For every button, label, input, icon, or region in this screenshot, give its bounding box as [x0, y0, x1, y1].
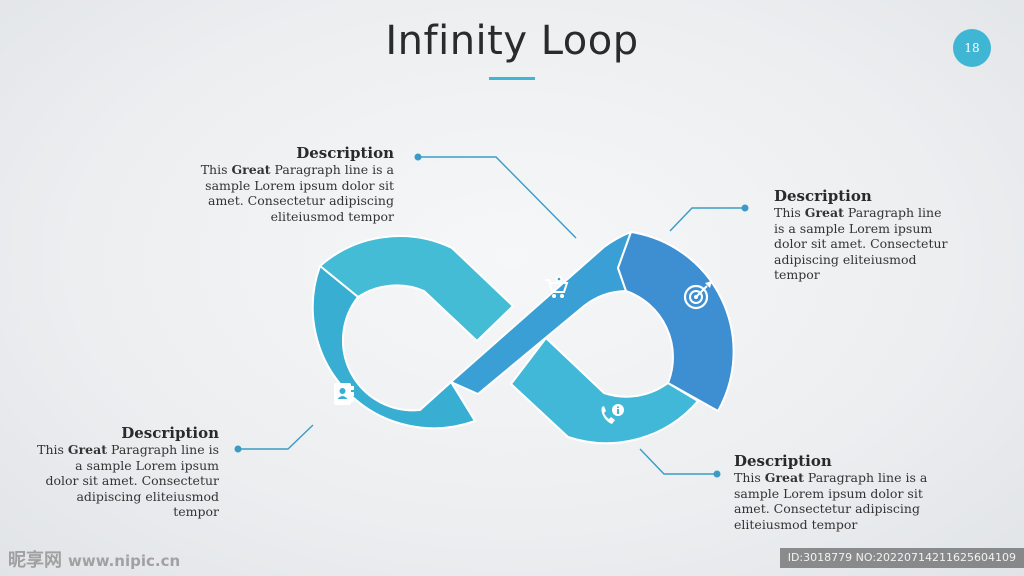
- description-top-left: Description This Great Paragraph line is…: [190, 144, 394, 224]
- slide-title: Infinity Loop: [385, 18, 639, 64]
- description-heading: Description: [121, 424, 219, 442]
- connectors: [238, 156, 745, 475]
- connector-bottom-left: [238, 424, 314, 450]
- watermark-id: ID:3018779 NO:20220714211625604109: [779, 548, 1024, 568]
- description-heading: Description: [296, 144, 394, 162]
- description-heading: Description: [774, 187, 872, 205]
- watermark-brand-name: 昵享网: [8, 550, 62, 571]
- connector-top-right: [669, 207, 745, 232]
- connector-top-left: [418, 156, 577, 239]
- title-underline: [489, 77, 535, 80]
- phone-info-icon: [601, 404, 624, 424]
- connector-dot-top-left: [414, 153, 422, 161]
- watermark-url: www.nipic.cn: [68, 552, 181, 570]
- emphasis: Great: [804, 205, 844, 220]
- connector-dot-top-right: [741, 204, 749, 212]
- cart-gear-icon: [545, 275, 569, 298]
- connector-bottom-right: [639, 448, 717, 475]
- description-bottom-left: Description This Great Paragraph line is…: [20, 424, 219, 520]
- address-book-icon: [334, 383, 354, 405]
- segment-left-upper: [319, 235, 514, 342]
- emphasis: Great: [67, 442, 107, 457]
- infinity-band: [311, 231, 735, 445]
- emphasis: Great: [231, 162, 271, 177]
- description-heading: Description: [734, 452, 832, 470]
- target-icon: [683, 281, 712, 310]
- connector-dot-bottom-left: [234, 445, 242, 453]
- page-number-badge: 18: [953, 29, 991, 67]
- watermark-brand: 昵享网 www.nipic.cn: [8, 546, 180, 572]
- segment-right-outer: [617, 231, 735, 412]
- segment-right-lower: [510, 337, 699, 445]
- description-bottom-right: Description This Great Paragraph line is…: [734, 452, 954, 532]
- connector-dot-bottom-right: [713, 470, 721, 478]
- emphasis: Great: [764, 470, 804, 485]
